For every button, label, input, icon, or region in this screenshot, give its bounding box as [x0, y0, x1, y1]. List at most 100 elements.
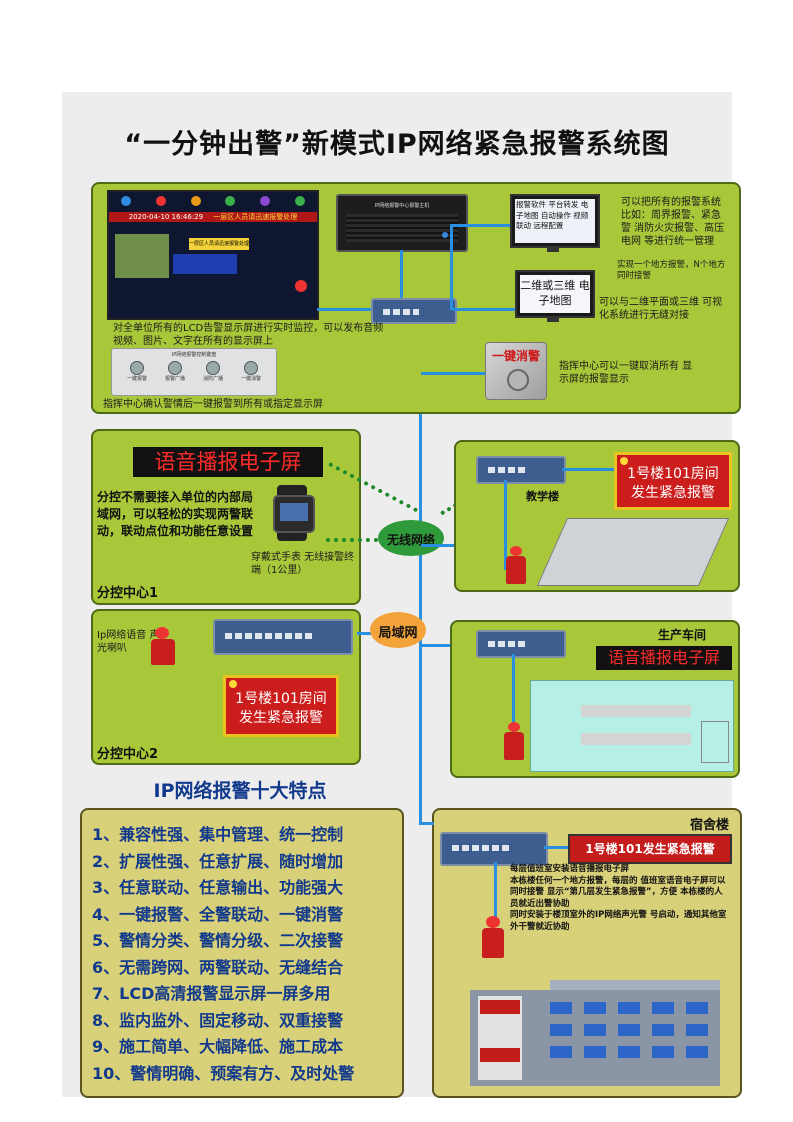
- alert-light-icon: [620, 457, 628, 465]
- watch-caption: 穿戴式手表 无线接警终端（1公里）: [251, 552, 355, 576]
- siren-icon: [508, 722, 520, 732]
- dormitory-building: [470, 980, 720, 1086]
- branch2-alert-text: 1号楼101房间 发生紧急报警: [235, 691, 327, 726]
- keyboard-buttons: 一键报警 报警广播 消防广播 一键消警: [118, 361, 270, 382]
- workshop-switch: [476, 630, 566, 658]
- siren-icon: [508, 546, 524, 556]
- workshop-panel: 生产车间 语音播报电子屏: [450, 620, 740, 778]
- siren-body: [482, 928, 504, 958]
- branch-center-1-panel: 语音播报电子屏 分控不需要接入单位的内部局域网，可以轻松的实现两警联动，联动点位…: [91, 429, 361, 605]
- keyboard-key[interactable]: 一键报警: [127, 361, 147, 382]
- lcd-monitoring-caption: 对全单位所有的LCD告警显示屏进行实时监控，可以发布音频 视频、图片、文字在所有…: [113, 323, 384, 347]
- features-list: 1、兼容性强、集中管理、统一控制 2、扩展性强、任意扩展、随时增加 3、任意联动…: [92, 822, 396, 1087]
- status-dot-icon: [155, 196, 166, 206]
- feature-item: 10、警情明确、预案有方、及时处警: [92, 1063, 355, 1083]
- dorm-text-3: 同时安装于楼顶室外的IP网络声光警 号启动，通知其他室外干警就近协助: [510, 910, 727, 932]
- siren-body: [504, 732, 524, 760]
- wireless-network-label: 无线网络: [386, 533, 435, 547]
- production-line: [581, 705, 691, 717]
- dormitory-label: 宿舍楼: [690, 818, 730, 833]
- teaching-switch: [476, 456, 566, 484]
- command-center-panel: 2020-04-10 16:46:29 一层区人员请迅速报警处理 一层区人员请迅…: [91, 182, 741, 414]
- software-monitor-text: 报警软件 平台转发 电子地图 自动操作 视频联动 远程配置: [515, 199, 595, 243]
- office-room: [701, 721, 729, 763]
- map-integration-text: 可以与二维平面或三维 可视化系统进行无缝对接: [599, 297, 723, 321]
- lcd-camera-view: [115, 234, 169, 278]
- host-link: [400, 250, 403, 298]
- monitor-stand: [547, 246, 559, 252]
- one-key-cancel-button[interactable]: 一键消警: [485, 342, 547, 400]
- feature-item: 3、任意联动、任意输出、功能强大: [92, 878, 344, 897]
- dorm-description: 每层值班室安装语音播报电子屏 本栋楼任何一个地方报警，每层的 值班室语音电子屏可…: [510, 864, 730, 933]
- teaching-alert-text: 1号楼101房间 发生紧急报警: [627, 466, 719, 501]
- status-dot-icon: [121, 196, 132, 206]
- feature-item: 2、扩展性强、任意扩展、随时增加: [92, 851, 344, 871]
- status-dot-icon: [259, 196, 270, 206]
- teaching-building-label: 教学楼: [526, 490, 559, 503]
- building-roof: [550, 980, 720, 990]
- wireless-network-cloud-icon: [378, 520, 444, 556]
- software-monitor: 报警软件 平台转发 电子地图 自动操作 视频联动 远程配置: [510, 194, 600, 248]
- voice-broadcast-screen: 语音播报电子屏: [133, 447, 323, 477]
- cancel-button-label: 一键消警: [491, 349, 540, 363]
- dorm-backbone-link: [419, 822, 434, 825]
- speaker-siren-body: [151, 639, 175, 665]
- alarm-host-device: IP网络报警中心报警主机: [336, 194, 468, 252]
- feature-item: 1、兼容性强、集中管理、统一控制: [92, 825, 344, 844]
- branch2-switch: [213, 619, 353, 655]
- branch-center-2-panel: Ip网络语音 声光喇叭 1号楼101房间 发生紧急报警 分控中心2: [91, 609, 361, 765]
- software-link: [453, 224, 510, 227]
- lcd-timestamp: 2020-04-10 16:46:29: [128, 213, 204, 221]
- dorm-link: [494, 862, 497, 918]
- workshop-floorplan: [530, 680, 734, 772]
- keyboard-key[interactable]: 消防广播: [203, 361, 223, 382]
- branch1-description: 分控不需要接入单位的内部局域网，可以轻松的实现两警联动，联动点位和功能任意设置: [97, 490, 254, 538]
- lcd-alert-box: 一层区人员请迅速报警处理: [189, 238, 249, 250]
- software-link-vertical: [450, 224, 453, 310]
- building-windows: [550, 1002, 710, 1078]
- lan-cloud-icon: [370, 612, 426, 648]
- keyboard-label: IP网络报警控制键盘: [171, 352, 217, 358]
- lcd-status-icons: [109, 196, 317, 206]
- cancel-link: [421, 372, 485, 375]
- lcd-monitor: 2020-04-10 16:46:29 一层区人员请迅速报警处理 一层区人员请迅…: [107, 190, 319, 320]
- map-monitor-text: 二维或三维 电子地图: [520, 275, 590, 313]
- page-title: “一分钟出警”新模式IP网络紧急报警系统图: [124, 129, 670, 160]
- keyboard-key[interactable]: 报警广播: [165, 361, 185, 382]
- unified-management-text: 可以把所有的报警系统 比如：周界报警、紧急警 消防火灾报警、高压电网 等进行统一…: [621, 197, 725, 247]
- alert-light-icon: [229, 680, 237, 688]
- teaching-alert-screen: 1号楼101房间 发生紧急报警: [614, 452, 732, 510]
- workshop-link: [512, 654, 515, 736]
- teaching-link: [504, 480, 507, 570]
- map-monitor: 二维或三维 电子地图: [515, 270, 595, 318]
- floor-alert-screen: [480, 1000, 520, 1014]
- power-led-icon: [442, 232, 448, 238]
- teaching-building-panel: 1号楼101房间 发生紧急报警 教学楼: [454, 440, 740, 592]
- keyboard-key[interactable]: 一键消警: [241, 361, 261, 382]
- lan-label: 局域网: [378, 626, 418, 641]
- feature-item: 9、施工简单、大幅降低、施工成本: [92, 1037, 344, 1056]
- lcd-alarm-icon: [295, 280, 307, 292]
- feature-item: 6、无需跨网、两警联动、无缝结合: [92, 957, 344, 977]
- watch-screen: [280, 503, 308, 521]
- status-dot-icon: [294, 196, 305, 206]
- keyboard-caption: 指挥中心确认警情后一键报警到所有或指定显示屏: [103, 399, 323, 410]
- cancel-description: 指挥中心可以一键取消所有 显示屏的报警显示: [559, 361, 693, 385]
- feature-item: 7、LCD高清报警显示屏一屏多用: [92, 984, 331, 1003]
- speaker-label: Ip网络语音 声光喇叭: [97, 630, 160, 654]
- teaching-floorplan: [536, 518, 730, 586]
- alarm-control-keyboard: IP网络报警控制键盘 一键报警 报警广播 消防广播 一键消警: [111, 348, 277, 396]
- lcd-banner: 一层区人员请迅速报警处理: [213, 213, 298, 221]
- dorm-switch: [440, 832, 548, 866]
- duty-room-column: [478, 996, 522, 1080]
- wearable-watch-icon: [273, 495, 315, 533]
- features-heading: IP网络报警十大特点: [153, 780, 327, 802]
- teaching-backbone-link: [421, 544, 454, 547]
- feature-item: 4、一键报警、全警联动、一键消警: [92, 904, 344, 924]
- lcd-map-view: [173, 254, 237, 274]
- production-line: [581, 733, 691, 745]
- feature-item: 8、监内监外、固定移动、双重接警: [92, 1010, 344, 1030]
- multi-receive-text: 实现一个地方报警，N个地方 同时接警: [617, 260, 726, 281]
- core-switch: [371, 298, 457, 324]
- dorm-screen-link: [544, 846, 568, 849]
